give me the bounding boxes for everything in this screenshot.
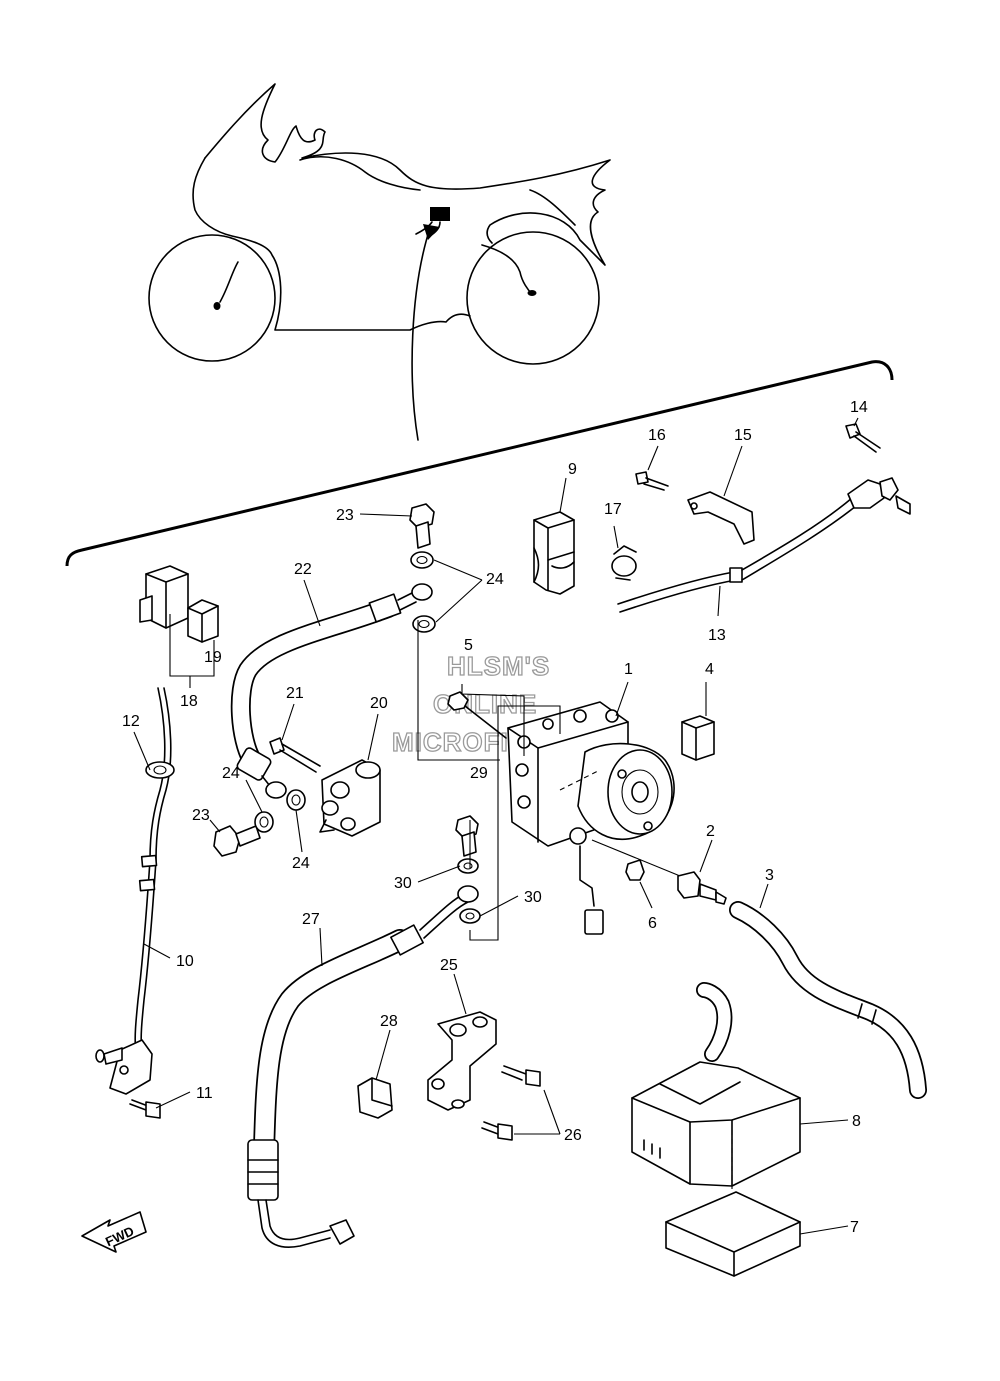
forward-direction-arrow: FWD <box>81 1211 147 1253</box>
callout-6: 6 <box>648 915 657 932</box>
callout-1: 1 <box>624 661 633 678</box>
front-sensor-lead-10 <box>95 687 175 1119</box>
callout-5: 5 <box>464 637 473 654</box>
callout-24b: 24 <box>222 765 240 782</box>
callout-labels: 1 2 3 4 5 6 7 8 9 10 11 12 13 14 15 16 1… <box>122 399 868 1236</box>
hose-joint-20 <box>269 737 381 837</box>
svg-text:HLSM'S: HLSM'S <box>447 651 550 681</box>
callout-30a: 30 <box>394 875 412 892</box>
callout-24c: 24 <box>292 855 310 872</box>
relay-part-9 <box>533 511 575 595</box>
callout-11: 11 <box>196 1085 213 1102</box>
sensor-part-2 <box>677 871 727 905</box>
callout-29: 29 <box>470 765 488 782</box>
callout-14: 14 <box>850 399 868 416</box>
motorcycle-silhouette <box>148 83 611 441</box>
leader-lines <box>133 417 859 1235</box>
brake-hose-27 <box>247 815 481 1248</box>
callout-26: 26 <box>564 1127 582 1144</box>
callout-23a: 23 <box>336 507 354 524</box>
callout-7: 7 <box>850 1219 859 1236</box>
callout-27: 27 <box>302 911 320 928</box>
callout-8: 8 <box>852 1113 861 1130</box>
callout-23b: 23 <box>192 807 210 824</box>
callout-28: 28 <box>380 1013 398 1030</box>
callout-16: 16 <box>648 427 666 444</box>
callout-9: 9 <box>568 461 577 478</box>
callout-13: 13 <box>708 627 726 644</box>
callout-21: 21 <box>286 685 304 702</box>
relay-block-18 <box>139 565 219 643</box>
callout-20: 20 <box>370 695 388 712</box>
callout-15: 15 <box>734 427 752 444</box>
bolt-part-5 <box>447 691 507 739</box>
section-border <box>65 360 894 567</box>
callout-17: 17 <box>604 501 622 518</box>
callout-12: 12 <box>122 713 140 730</box>
callout-24a: 24 <box>486 571 504 588</box>
callout-22: 22 <box>294 561 312 578</box>
callout-10: 10 <box>176 953 194 970</box>
callout-2: 2 <box>706 823 715 840</box>
rear-sensor-assembly <box>611 423 911 613</box>
banjo-bolt-23-lower <box>213 789 306 857</box>
callout-30b: 30 <box>524 889 542 906</box>
bracket-part-25 <box>427 1011 497 1111</box>
cover-part-8 <box>631 982 801 1220</box>
clamp-part-28 <box>357 1077 393 1119</box>
callout-19: 19 <box>204 649 222 666</box>
callout-18: 18 <box>180 693 198 710</box>
ecu-part-7 <box>665 1191 801 1277</box>
cap-part-4 <box>681 715 715 761</box>
brake-hose-22 <box>230 503 436 799</box>
callout-3: 3 <box>765 867 774 884</box>
grommet-part-6 <box>625 859 645 881</box>
callout-25: 25 <box>440 957 458 974</box>
callout-4: 4 <box>705 661 714 678</box>
bolts-part-26 <box>481 1065 541 1141</box>
